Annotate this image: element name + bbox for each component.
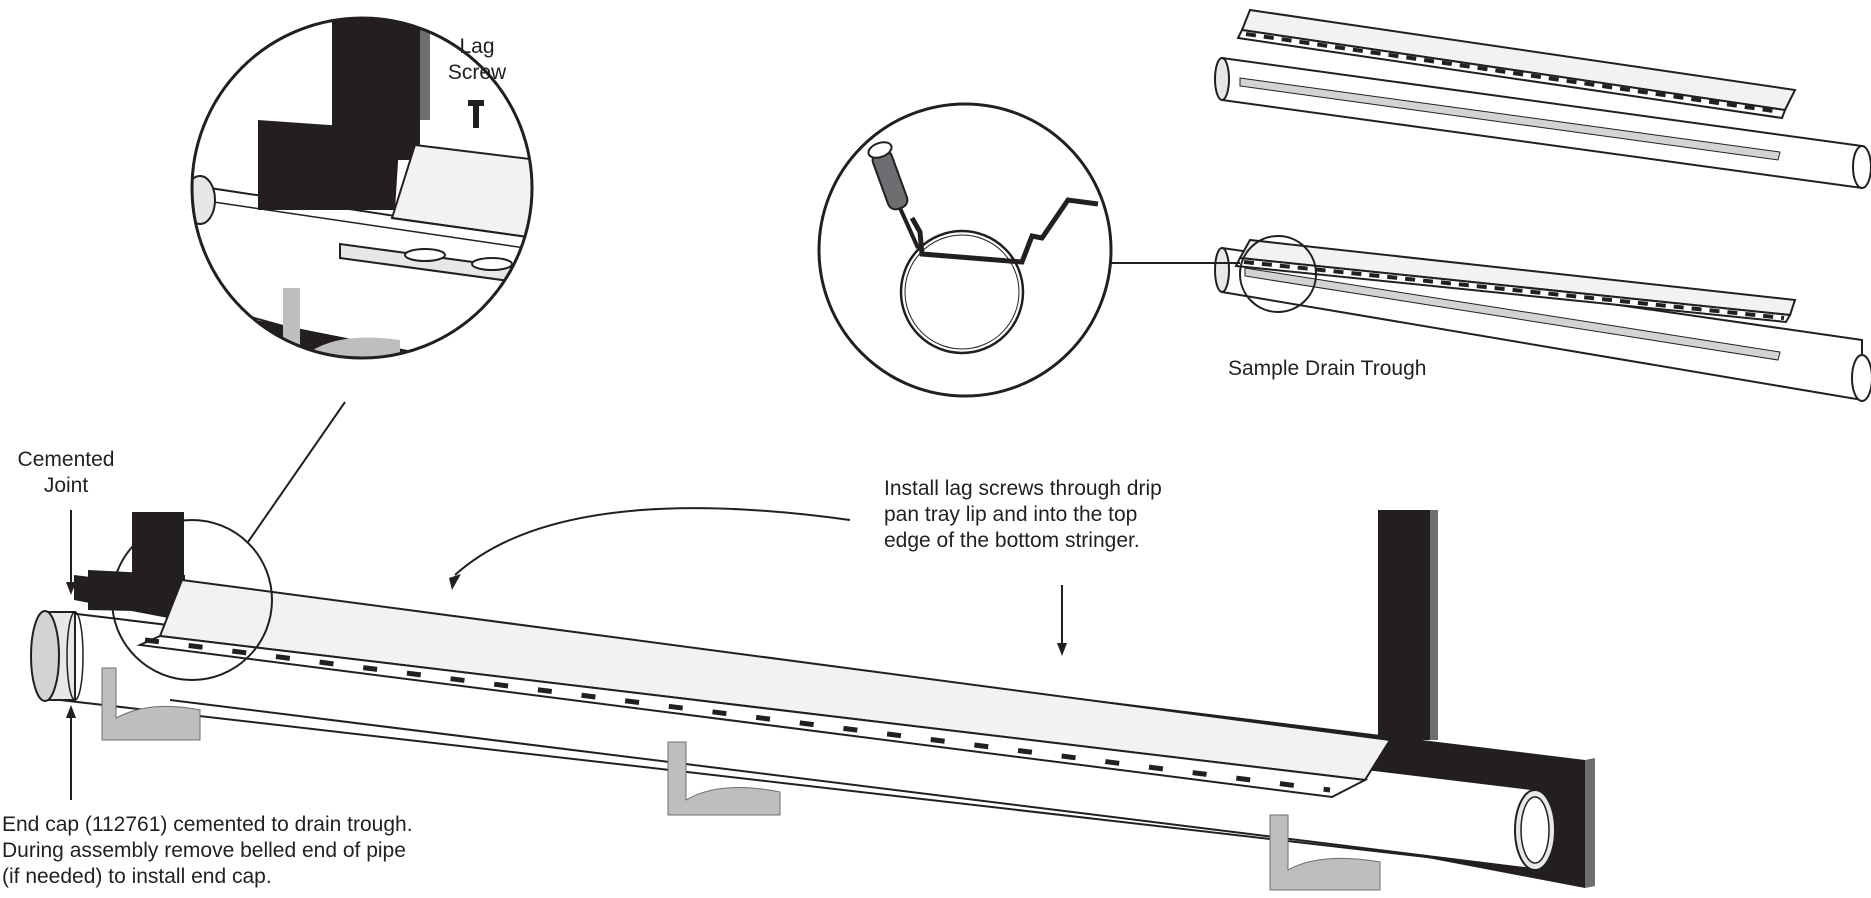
vertical-post-right [1378, 510, 1438, 740]
lag-screw-label-line2: Screw [447, 61, 507, 84]
detail-leader [247, 401, 346, 543]
trough-callout-circle [1239, 235, 1317, 313]
main-assembly [30, 510, 1595, 891]
support-bracket-right [1269, 814, 1381, 891]
cemented-joint-arrow [66, 510, 76, 595]
install-instruction-line2: pan tray lip and into the top [884, 503, 1138, 526]
drain-pipe-bottom [1214, 246, 1871, 402]
tray-profile [909, 197, 1099, 265]
lag-screw-label-line1: Lag [459, 35, 495, 58]
magnified-detail [190, 16, 534, 360]
exploded-trough-top [1214, 8, 1871, 190]
cemented-joint-label: Cemented Joint [2, 447, 130, 499]
cross-section-detail [817, 102, 1113, 398]
end-cap [30, 610, 84, 702]
cemented-joint-label-line1: Cemented [17, 448, 115, 471]
support-bracket-detail [283, 288, 400, 358]
drip-pan-tray [136, 578, 1392, 799]
drip-pan-tray-detail [390, 143, 532, 252]
lag-screw-curved-arrow [449, 507, 851, 590]
joint-callout-circle [111, 519, 273, 681]
drip-pan-tray-bottom [1234, 238, 1797, 324]
install-instruction-line1: Install lag screws through drip [884, 477, 1162, 500]
vertical-post-left [88, 512, 185, 612]
pipe-cross-section [899, 229, 1025, 355]
install-lag-screws-instruction: Install lag screws through drip pan tray… [884, 476, 1162, 554]
support-bracket-middle [667, 741, 781, 816]
end-cap-instruction: End cap (112761) cemented to drain troug… [2, 812, 413, 890]
sample-drain-trough-label: Sample Drain Trough [1228, 357, 1427, 380]
cemented-joint-label-line2: Joint [43, 474, 89, 497]
lag-screw-down-arrow [1057, 585, 1067, 656]
end-cap-instruction-line3: (if needed) to install end cap. [2, 865, 272, 888]
support-bracket-left [101, 667, 201, 741]
lag-screw-icon [468, 100, 484, 128]
drain-pipe-top [1214, 56, 1871, 190]
drip-pan-tray-top [1236, 8, 1797, 120]
end-cap-instruction-line2: During assembly remove belled end of pip… [2, 839, 406, 862]
exploded-trough-bottom [1214, 235, 1871, 402]
install-instruction-line3: edge of the bottom stringer. [884, 529, 1140, 552]
screwdriver [867, 141, 920, 249]
lag-screw-label: Lag Screw [436, 34, 518, 86]
end-cap-instruction-line1: End cap (112761) cemented to drain troug… [2, 813, 413, 836]
end-cap-arrow [66, 705, 76, 800]
